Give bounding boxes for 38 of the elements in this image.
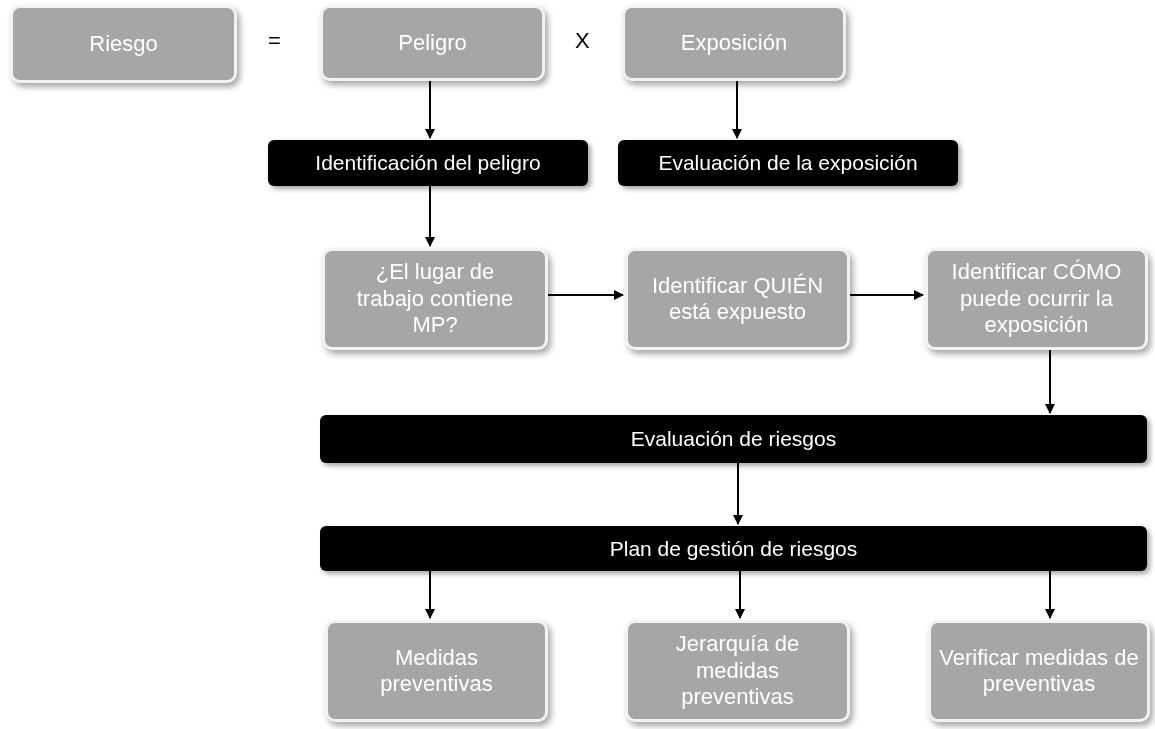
step-bar	[268, 140, 588, 186]
box-label: Evaluación de la exposición	[658, 150, 918, 176]
box-label: ¿El lugar de trabajo contiene MP?	[355, 259, 515, 339]
process-box	[322, 248, 548, 350]
step-bar	[618, 140, 958, 186]
step-bar	[320, 526, 1147, 571]
process-box	[928, 620, 1150, 722]
process-box	[10, 5, 237, 83]
box-label: Riesgo	[89, 30, 158, 58]
process-box	[625, 248, 850, 350]
step-bar	[320, 415, 1147, 463]
box-label: Identificación del peligro	[315, 150, 541, 176]
box-label: Plan de gestión de riesgos	[609, 535, 858, 562]
process-box	[925, 248, 1148, 350]
box-label: Evaluación de riesgos	[630, 426, 837, 452]
arrow	[547, 290, 624, 300]
box-label: Jerarquía de medidas preventivas	[674, 631, 801, 711]
arrow	[1045, 349, 1055, 414]
arrow	[732, 80, 742, 139]
process-box	[325, 620, 548, 722]
process-box	[622, 5, 846, 81]
box-label: Verificar medidas de preventivas	[939, 644, 1139, 698]
box-label: Identificar QUIÉN está expuesto	[650, 272, 825, 326]
arrow	[425, 185, 435, 247]
process-box	[320, 5, 545, 81]
arrow	[849, 290, 924, 300]
box-label: Medidas preventivas	[379, 644, 494, 698]
box-label: Exposición	[680, 29, 788, 57]
box-label: Peligro	[398, 29, 467, 57]
operator-symbol: =	[268, 28, 281, 54]
arrow	[1045, 570, 1055, 619]
box-label: Identificar CÓMO puede ocurrir la exposición	[950, 259, 1123, 339]
arrow	[425, 570, 435, 619]
arrow	[733, 462, 743, 525]
process-box	[625, 620, 850, 722]
operator-symbol: X	[575, 28, 590, 54]
arrow	[735, 570, 745, 619]
arrow	[425, 80, 435, 139]
